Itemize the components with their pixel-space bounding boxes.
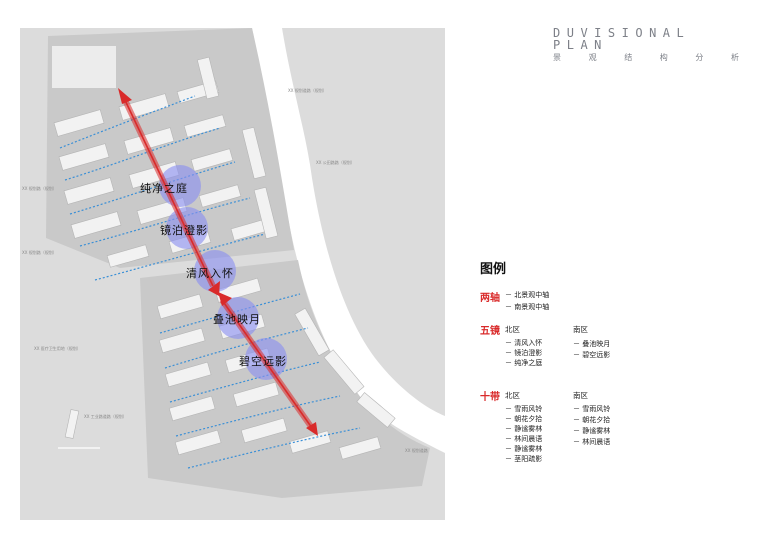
plaza — [52, 46, 116, 88]
legend-axes-label: 两轴 — [480, 293, 500, 304]
legend-south-header: 南区 — [573, 325, 588, 334]
zone-label: 碧空远影 — [239, 355, 287, 368]
site-plan-map: 纯净之庭 镜泊澄影 清风入怀 叠池映月 碧空远影 XX 规划道路（规划） XX … — [20, 28, 445, 520]
legend-item: － 清风入怀 — [505, 339, 543, 347]
north-axis-arrowhead-2 — [208, 281, 220, 296]
title-char: 观 — [588, 53, 597, 62]
title-english: DUVISIONAL PLAN — [553, 26, 691, 52]
legend-item: － 北景观中轴 — [505, 291, 550, 299]
legend-item: － 静谧雾林 — [505, 425, 543, 433]
road-label: XX 规划路（规划） — [22, 250, 57, 255]
south-axis-arrowhead — [218, 292, 232, 306]
legend-belts-label: 十带 — [480, 392, 500, 403]
zone-label: 纯净之庭 — [140, 182, 188, 195]
landscape-belts — [59, 95, 361, 469]
legend-mirrors-label: 五镜 — [480, 326, 500, 337]
south-axis-arrowhead-2 — [306, 422, 318, 436]
legend-item: － 碧空远影 — [573, 351, 611, 359]
legend-item: － 静谧雾林 — [505, 445, 543, 453]
title-char: 析 — [730, 53, 739, 62]
page-title: DUVISIONAL PLAN 景 观 结 构 分 析 — [553, 27, 743, 64]
main-road — [252, 28, 445, 453]
title-char: 结 — [624, 53, 633, 62]
legend-item: － 纯净之庭 — [505, 359, 543, 367]
zone-label: 镜泊澄影 — [160, 224, 208, 237]
road-label: XX 公田路路（规划） — [316, 160, 355, 165]
legend-item: － 叠池映月 — [573, 340, 611, 348]
title-chinese: 景 观 结 构 分 析 — [553, 52, 743, 64]
legend-item: － 南景观中轴 — [505, 303, 550, 311]
site-plan-graphic — [46, 28, 445, 498]
title-char: 构 — [659, 53, 668, 62]
legend-item: － 雪雨风铃 — [505, 405, 543, 413]
south-axis — [221, 299, 313, 429]
north-axis — [123, 97, 214, 287]
legend-item: － 朝花夕拾 — [505, 415, 543, 423]
zone-label: 叠池映月 — [213, 313, 261, 326]
legend-south-header: 南区 — [573, 391, 588, 400]
node-3 — [194, 250, 236, 292]
road-label: XX 规划道路（规划） — [288, 88, 327, 93]
legend-item: － 雪雨风铃 — [573, 405, 611, 413]
road-label: XX 医疗卫生用地（规划） — [34, 346, 81, 351]
legend-item: － 镜泊澄影 — [505, 349, 543, 357]
legend-north-header: 北区 — [505, 391, 520, 400]
legend-item: － 茎阳疏影 — [505, 455, 543, 463]
legend-north-header: 北区 — [505, 325, 520, 334]
zone-label: 清风入怀 — [186, 267, 234, 280]
legend-title: 图例 — [480, 262, 507, 277]
legend-item: － 林间晨语 — [573, 438, 611, 446]
title-char: 分 — [695, 53, 704, 62]
road-label: XX 规划路（规划） — [22, 186, 57, 191]
title-char: 景 — [553, 53, 561, 62]
small-building — [64, 409, 80, 439]
road-label: XX 规划道路 — [405, 448, 428, 453]
landscape-axes — [118, 88, 318, 436]
road-label: XX 工业路道路（规划） — [84, 414, 127, 419]
legend-item: － 林间晨语 — [505, 435, 543, 443]
north-axis-arrowhead — [118, 88, 132, 104]
legend-item: － 朝花夕拾 — [573, 416, 611, 424]
legend-item: － 静谧雾林 — [573, 427, 611, 435]
